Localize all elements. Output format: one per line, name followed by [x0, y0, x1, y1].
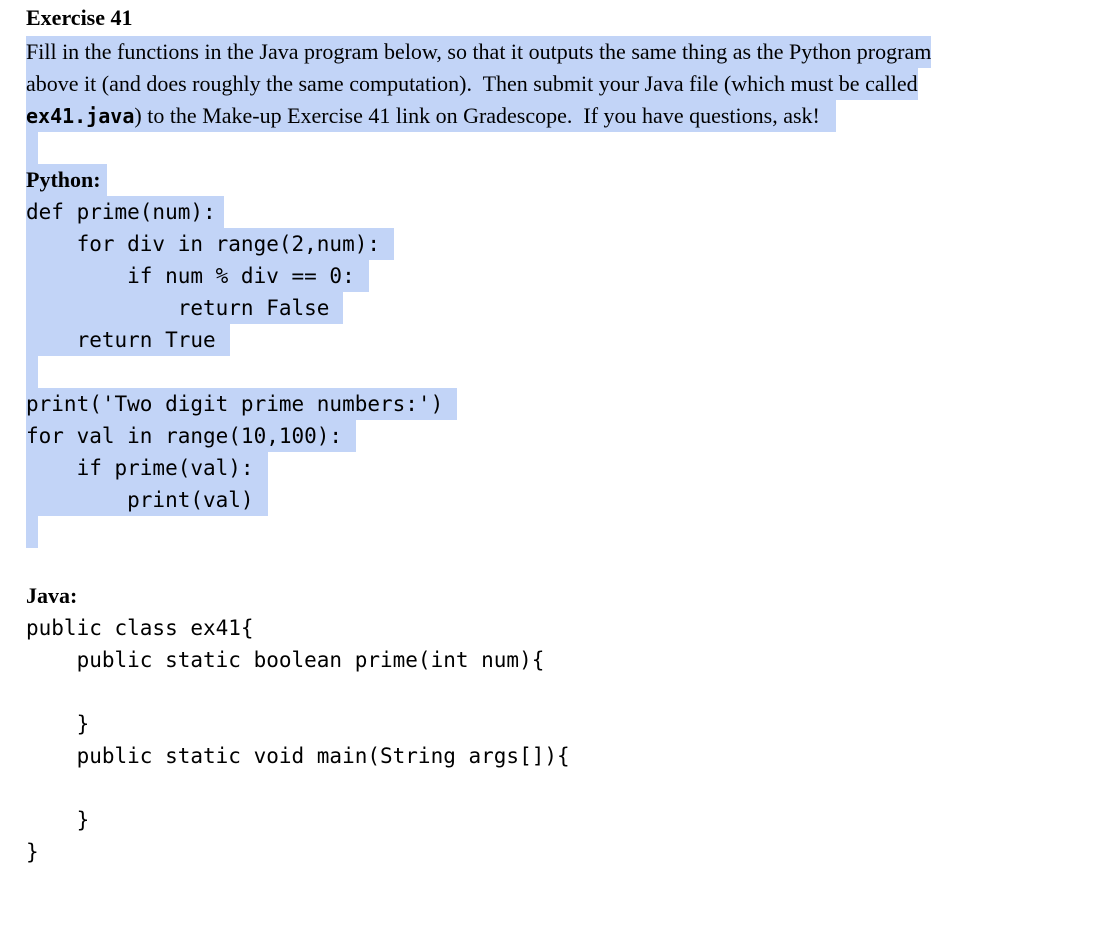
java-code-line: }: [26, 712, 90, 736]
python-code-line: print('Two digit prime numbers:'): [26, 388, 458, 420]
python-code-line: if num % div == 0:: [26, 260, 369, 292]
python-code-line: if prime(val):: [26, 452, 268, 484]
python-code-line: return True: [26, 324, 230, 356]
java-code-line: }: [26, 808, 90, 832]
java-code-line: }: [26, 840, 39, 864]
python-code-line: return False: [26, 292, 344, 324]
java-label: Java:: [26, 583, 78, 608]
instructions-line-3: ex41.java) to the Make-up Exercise 41 li…: [26, 100, 837, 132]
java-code-line: public static boolean prime(int num){: [26, 648, 545, 672]
instructions-line-3-rest: ) to the Make-up Exercise 41 link on Gra…: [134, 103, 820, 128]
java-filename: ex41.java: [26, 104, 135, 128]
python-code-line: def prime(num):: [26, 196, 224, 228]
selection-blank-line: [26, 516, 38, 548]
python-label: Python:: [26, 164, 107, 196]
python-code-line: for div in range(2,num):: [26, 228, 395, 260]
instructions-line-1: Fill in the functions in the Java progra…: [26, 36, 932, 68]
selection-blank-line: [26, 356, 38, 388]
instructions-line-2: above it (and does roughly the same comp…: [26, 68, 918, 100]
python-code-line: for val in range(10,100):: [26, 420, 357, 452]
python-code-line: print(val): [26, 484, 268, 516]
java-code-line: public static void main(String args[]){: [26, 744, 570, 768]
java-code-line: public class ex41{: [26, 616, 254, 640]
exercise-title: Exercise 41: [26, 5, 133, 30]
selection-blank-line: [26, 132, 38, 164]
